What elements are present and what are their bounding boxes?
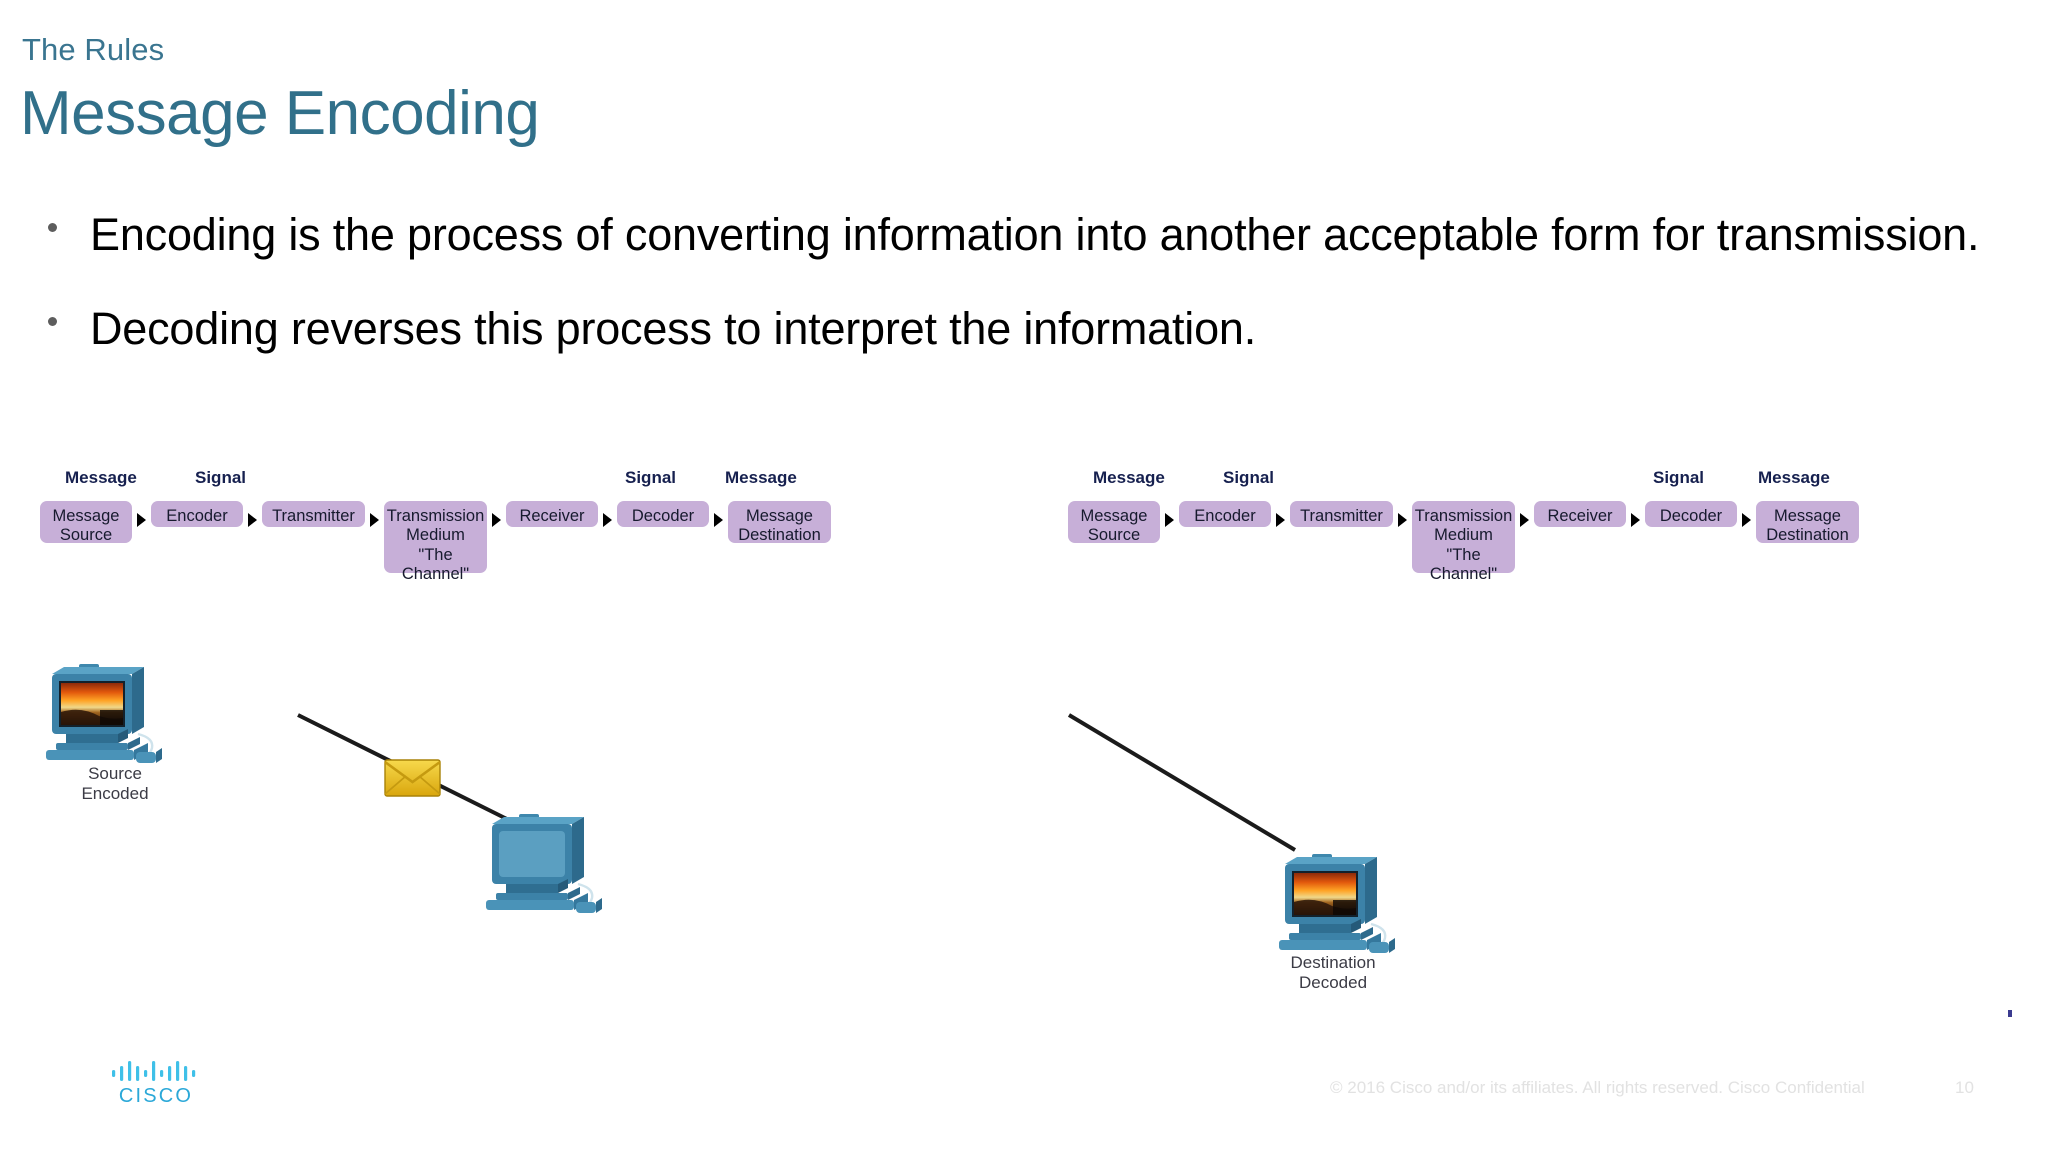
flow-box-message-source: Message Source bbox=[1068, 501, 1160, 544]
flow-box-message-destination: Message Destination bbox=[728, 501, 831, 544]
flow-arrow-icon bbox=[492, 513, 501, 527]
destination-pc-icon bbox=[486, 814, 602, 913]
flow-box-message-destination: Message Destination bbox=[1756, 501, 1859, 544]
flow-arrow-icon bbox=[1520, 513, 1529, 527]
network-scene-left-graphic bbox=[46, 664, 602, 913]
message-envelope-icon bbox=[384, 759, 441, 797]
cisco-logo-text: CISCO bbox=[119, 1085, 193, 1107]
network-scene-right-graphic bbox=[1068, 713, 1395, 953]
flow-box-transmission-medium: Transmission Medium "The Channel" bbox=[1412, 501, 1515, 583]
flow-arrow-icon bbox=[1398, 513, 1407, 527]
flow-box-encoder: Encoder bbox=[1179, 501, 1271, 527]
bullet-dot-icon bbox=[48, 317, 57, 327]
flow-arrow-icon bbox=[1631, 513, 1640, 527]
source-pc-label: Source Encoded bbox=[81, 764, 149, 803]
encoding-diagram-left: Message Signal Signal Message Message So… bbox=[40, 468, 1000, 638]
slide-eyebrow: The Rules bbox=[22, 32, 165, 67]
flow-box-encoder: Encoder bbox=[151, 501, 243, 527]
diagram-header: Message bbox=[725, 468, 797, 487]
diagram-header: Message bbox=[65, 468, 137, 487]
flow-box-receiver: Receiver bbox=[1534, 501, 1626, 527]
artifact-speck bbox=[2008, 1010, 2012, 1017]
destination-pc-label: Destination Decoded bbox=[1290, 953, 1376, 992]
destination-pc-icon bbox=[1279, 854, 1395, 953]
network-link-line bbox=[1068, 713, 1297, 852]
flow-arrow-icon bbox=[137, 513, 146, 527]
flow-box-receiver: Receiver bbox=[506, 501, 598, 527]
flow-box-transmitter: Transmitter bbox=[262, 501, 365, 527]
flow-arrow-icon bbox=[1742, 513, 1751, 527]
diagram-header: Signal bbox=[625, 468, 677, 487]
cisco-logo: CISCO bbox=[112, 1061, 196, 1107]
flow-box-decoder: Decoder bbox=[617, 501, 709, 527]
flow-box-transmission-medium: Transmission Medium "The Channel" bbox=[384, 501, 487, 583]
bullet-dot-icon bbox=[48, 223, 57, 232]
list-item: Encoding is the process of converting in… bbox=[40, 205, 2030, 265]
network-scene-right: Destination Decoded bbox=[1068, 660, 2028, 1040]
list-item: Decoding reverses this process to interp… bbox=[40, 299, 2030, 359]
flow-arrow-icon bbox=[714, 513, 723, 527]
bullet-text: Encoding is the process of converting in… bbox=[90, 209, 1980, 260]
footer-copyright: © 2016 Cisco and/or its affiliates. All … bbox=[1330, 1078, 1865, 1097]
flow-box-transmitter: Transmitter bbox=[1290, 501, 1393, 527]
footer-page-number: 10 bbox=[1955, 1078, 1974, 1097]
diagram-header: Message bbox=[1758, 468, 1830, 487]
flow-arrow-icon bbox=[1276, 513, 1285, 527]
encoding-diagram-right: Message Signal Signal Message Message So… bbox=[1068, 468, 2028, 638]
flow-arrow-icon bbox=[370, 513, 379, 527]
bullet-text: Decoding reverses this process to interp… bbox=[90, 303, 1257, 355]
diagram-header: Signal bbox=[1223, 468, 1275, 487]
source-pc-icon bbox=[46, 664, 162, 763]
page-title: Message Encoding bbox=[20, 79, 540, 148]
network-scene-left: Source Encoded bbox=[40, 660, 1000, 1040]
flow-arrow-icon bbox=[248, 513, 257, 527]
diagram-header: Signal bbox=[1653, 468, 1705, 487]
flow-row: Message Source Encoder Transmitter Trans… bbox=[1068, 501, 1859, 583]
diagram-header: Signal bbox=[195, 468, 247, 487]
diagram-header: Message bbox=[1093, 468, 1165, 487]
flow-box-decoder: Decoder bbox=[1645, 501, 1737, 527]
flow-arrow-icon bbox=[1165, 513, 1174, 527]
bullet-list: Encoding is the process of converting in… bbox=[40, 205, 2030, 394]
flow-arrow-icon bbox=[603, 513, 612, 527]
flow-row: Message Source Encoder Transmitter Trans… bbox=[40, 501, 831, 583]
flow-box-message-source: Message Source bbox=[40, 501, 132, 544]
